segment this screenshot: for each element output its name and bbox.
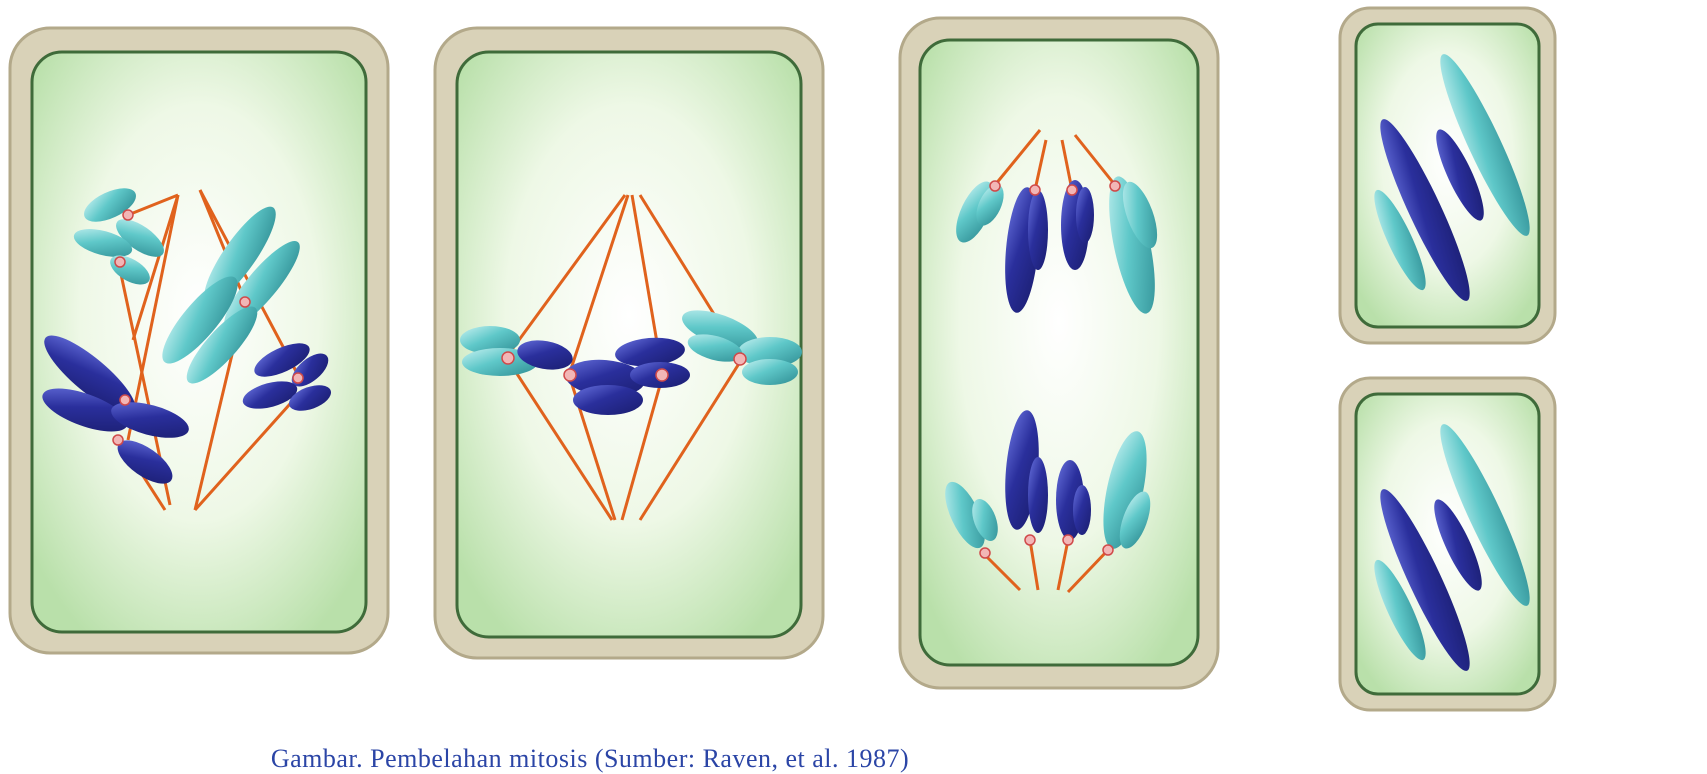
- figure-caption: Gambar. Pembelahan mitosis (Sumber: Rave…: [0, 744, 1180, 774]
- telophase-daughter-bottom: [1340, 378, 1555, 710]
- telophase-daughter-top: [1340, 8, 1555, 343]
- cytoplasm: [920, 40, 1198, 665]
- metaphase-cell: [435, 28, 823, 658]
- prophase-cell: [10, 28, 388, 653]
- anaphase-cell: [900, 18, 1218, 688]
